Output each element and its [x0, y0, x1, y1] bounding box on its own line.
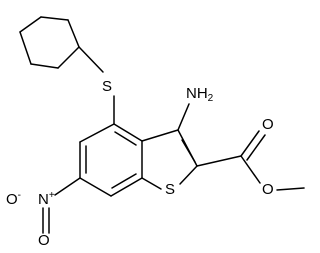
bond — [240, 155, 261, 184]
bond-skeleton — [19, 16, 305, 234]
bond — [78, 46, 104, 73]
nitro-nitrogen-label: N+ — [38, 188, 55, 208]
bond — [54, 177, 81, 196]
atom-symbol: O — [6, 191, 18, 208]
bond — [19, 31, 32, 65]
bond — [177, 103, 190, 131]
bond — [141, 129, 179, 142]
nitro-oxygen-anion-label: O- — [6, 188, 21, 208]
bond — [141, 177, 162, 190]
bond — [181, 139, 196, 163]
carbonyl-oxygen-label: O — [262, 117, 274, 133]
charge: - — [17, 190, 22, 201]
bond — [179, 165, 198, 185]
atom-symbol: O — [38, 232, 50, 249]
bond — [79, 177, 112, 197]
atom-symbol: O — [262, 181, 274, 198]
bond — [67, 19, 80, 48]
thiophene-sulfur-label: S — [165, 182, 175, 198]
bond — [246, 134, 266, 161]
bond — [30, 63, 59, 69]
bond — [240, 130, 260, 157]
structure-diagram: S NH2 N+ O- O S O O — [6, 16, 305, 249]
amino-group-label: NH2 — [186, 86, 213, 107]
bond — [111, 173, 137, 189]
nitro-oxygen-label: O — [38, 233, 50, 249]
atom-symbol: O — [262, 116, 274, 133]
bond — [79, 123, 115, 143]
ester-oxygen-label: O — [262, 182, 274, 198]
bond — [40, 16, 69, 21]
bond — [196, 155, 242, 167]
subscript: 2 — [207, 93, 214, 104]
bond — [113, 123, 143, 142]
thioether-sulfur-label: S — [102, 79, 112, 95]
atom-symbol: S — [102, 78, 113, 95]
bond — [57, 46, 80, 69]
atom-symbol: N — [38, 191, 49, 208]
atom-symbol: S — [165, 181, 176, 198]
bond — [114, 131, 137, 146]
charge: + — [48, 190, 55, 201]
bond — [110, 177, 143, 197]
atom-symbol: NH — [186, 85, 208, 102]
bond — [19, 16, 42, 33]
bond — [276, 187, 305, 191]
